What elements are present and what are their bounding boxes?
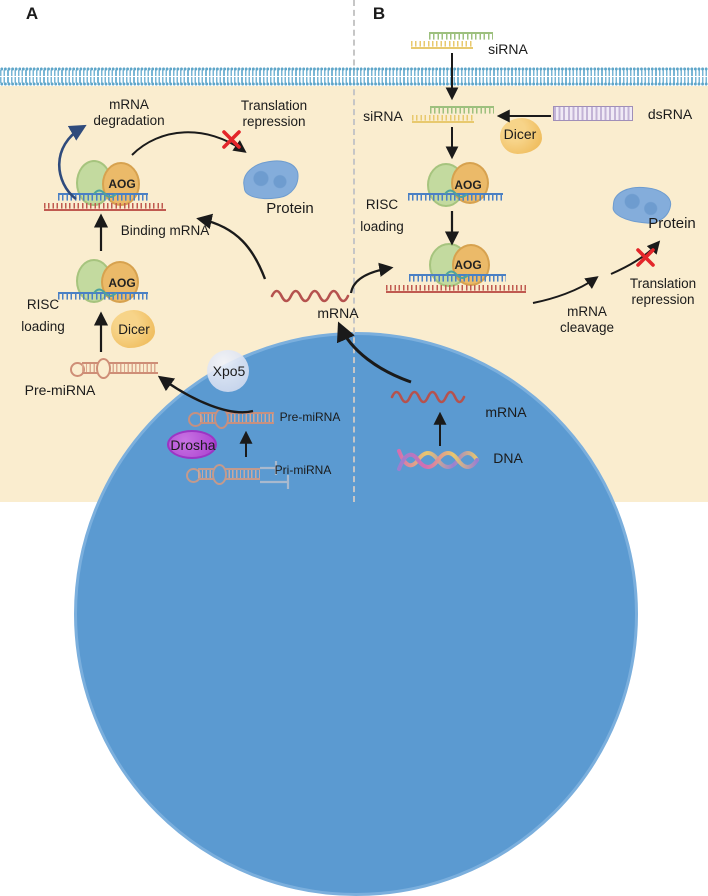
dicer-enzyme-blob [500, 118, 542, 154]
panel-a-label: A [25, 4, 39, 23]
mrna-degradation-label: mRNA degradation [93, 97, 165, 128]
dna-double-helix [397, 449, 479, 471]
pri-mirna-flanking-tails [260, 461, 290, 489]
sirna-label-outside: siRNA [488, 41, 528, 57]
target-mrna-strand [386, 285, 526, 293]
translation-repression-label-b: Translation repression [629, 276, 697, 307]
dsrna-duplex-bar [553, 106, 633, 121]
guide-strand-squiggle [93, 288, 117, 297]
guide-rna-strand [58, 292, 148, 300]
risc-loading-label-a: RISC loading [21, 297, 65, 334]
sirna-guide-strand [411, 41, 473, 49]
pre-mirna-label-nucleus: Pre-miRNA [279, 410, 341, 424]
xpo5-label: Xpo5 [212, 363, 246, 379]
dicer-enzyme-blob [111, 310, 155, 348]
protein-label-a: Protein [266, 200, 314, 217]
pre-mirna-bulge [96, 358, 111, 379]
translation-repression-label-a: Translation repression [240, 98, 308, 129]
guide-rna-strand [408, 193, 503, 201]
pre-mirna-bulge [214, 408, 229, 429]
risc-loading-label-b: RISC loading [360, 197, 404, 234]
pri-mirna-stem [198, 468, 260, 482]
guide-strand-squiggle [93, 189, 117, 198]
guide-rna-strand [409, 274, 506, 282]
protein-label-b: Protein [648, 215, 696, 232]
sirna-passenger-strand [429, 32, 493, 40]
guide-rna-strand [58, 193, 148, 201]
sirna-guide-strand [412, 115, 474, 123]
pre-mirna-label-cytoplasm: Pre-miRNA [24, 382, 96, 398]
dicer-label-b: Dicer [503, 126, 537, 142]
ago-label: AOG [108, 276, 136, 290]
ago-label: AOG [454, 258, 482, 272]
guide-strand-squiggle [445, 270, 469, 279]
pri-mirna-bulge [212, 464, 227, 485]
pre-mirna-stem [200, 412, 274, 426]
panel-divider-dashed-line [353, 0, 355, 502]
mrna-cleavage-label: mRNA cleavage [559, 304, 615, 335]
sirna-passenger-strand [430, 106, 494, 114]
ago-label: AOG [454, 178, 482, 192]
binding-mrna-label: Binding mRNA [120, 223, 210, 238]
dna-label: DNA [493, 450, 523, 466]
dsrna-label: dsRNA [647, 106, 693, 122]
ago-label: AOG [108, 177, 136, 191]
drosha-enzyme-blob [167, 430, 217, 459]
panel-b-label: B [372, 4, 386, 23]
target-mrna-strand [44, 203, 166, 211]
pri-mirna-label: Pri-miRNA [274, 463, 332, 477]
nucleus [74, 332, 638, 896]
guide-strand-squiggle [444, 189, 468, 198]
sirna-label-inside: siRNA [363, 108, 403, 124]
mrna-label-nucleus: mRNA [485, 404, 527, 420]
dicer-label-a: Dicer [118, 322, 150, 337]
pre-mirna-stem [82, 362, 158, 376]
cell-membrane [0, 67, 708, 86]
drosha-label: Drosha [170, 437, 216, 453]
mrna-label-cytoplasm: mRNA [317, 305, 359, 321]
